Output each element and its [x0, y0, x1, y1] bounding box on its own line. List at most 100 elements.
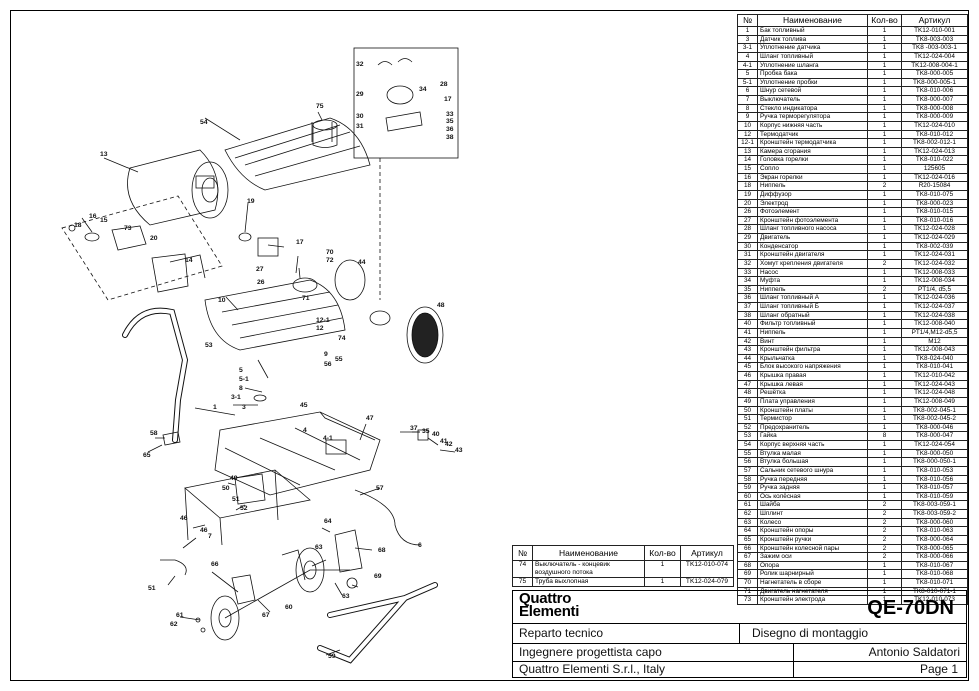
row-article: TK12-024-079: [680, 577, 734, 587]
row-qty: 1: [644, 577, 681, 587]
row-qty: 1: [867, 276, 902, 286]
row-number: 12-1: [737, 138, 758, 148]
callout-7: 7: [208, 533, 212, 540]
row-name: Ручка терморегулятора: [757, 112, 868, 122]
row-number: 18: [737, 181, 758, 191]
row-name: Термодатчик: [757, 129, 868, 140]
row-article: TK12-024-032: [901, 258, 968, 269]
col-number: №: [737, 14, 758, 27]
row-name: Фильтр топливный: [757, 319, 868, 329]
row-number: 54: [737, 440, 758, 450]
row-name: Ниппель: [757, 327, 868, 338]
row-qty: 2: [867, 526, 902, 536]
drawing-type: Disegno di montaggio: [752, 626, 869, 640]
row-qty: 1: [867, 34, 902, 45]
row-number: 4: [737, 51, 758, 62]
row-article: TK12-024-031: [901, 250, 968, 260]
callout-35b: 35: [422, 428, 430, 435]
row-name: Бак топливный: [757, 26, 868, 36]
row-name: Экран горелки: [757, 172, 868, 183]
upper-casing: [224, 117, 371, 191]
row-qty: 1: [867, 224, 902, 234]
row-name: Шланг обратный: [757, 310, 868, 321]
row-name: Кронштейн фильтра: [757, 345, 868, 355]
row-name: Головка горелки: [757, 155, 868, 165]
callout-67: 67: [262, 612, 270, 619]
callout-41: 41: [440, 438, 448, 445]
grille: [406, 306, 444, 364]
burner-group-frame: [61, 195, 223, 301]
row-qty: 1: [867, 457, 902, 467]
row-name: Уплотнение датчика: [757, 43, 868, 53]
callout-35: 35: [446, 118, 454, 125]
row-number: 1: [737, 26, 758, 36]
row-number: 41: [737, 327, 758, 338]
callout-33: 33: [446, 111, 454, 118]
callout-72: 72: [326, 257, 334, 264]
row-qty: 1: [867, 69, 902, 79]
fan: [334, 259, 366, 301]
row-article: TK8-003-059-1: [901, 500, 968, 510]
row-qty: 2: [867, 500, 902, 510]
engineer-role: Ingegnere progettista capo: [519, 645, 662, 659]
row-article: M12: [901, 336, 968, 347]
row-number: 48: [737, 388, 758, 398]
row-qty: 1: [867, 310, 902, 321]
row-number: 3: [737, 34, 758, 45]
callout-62: 62: [170, 621, 178, 628]
row-qty: 1: [867, 388, 902, 398]
row-article: TK8-000-005-1: [901, 77, 968, 88]
row-number: 70: [737, 578, 758, 588]
callout-31: 31: [356, 123, 364, 130]
row-qty: 1: [867, 164, 902, 174]
row-article: TK8-010-075: [901, 189, 968, 200]
support: [334, 529, 363, 573]
row-name: Шланг топливный А: [757, 293, 868, 303]
row-article: TK12-008-033: [901, 267, 968, 278]
row-qty: 1: [867, 474, 902, 485]
row-qty: 1: [867, 77, 902, 88]
row-article: TK8-000-066: [901, 552, 968, 562]
row-name: Ролик шарнирный: [757, 569, 868, 579]
row-number: 46: [737, 371, 758, 381]
row-number: 34: [737, 276, 758, 286]
page-number: Page 1: [919, 662, 958, 676]
callout-8: 8: [239, 385, 243, 392]
row-article: TK8 -003-003-1: [901, 43, 968, 53]
callout-52: 52: [240, 505, 248, 512]
row-qty: 1: [867, 414, 902, 424]
row-number: 61: [737, 500, 758, 510]
row-name: Муфта: [757, 276, 868, 286]
row-name: Сопло: [757, 164, 868, 174]
row-number: 44: [737, 353, 758, 364]
row-number: 13: [737, 146, 758, 157]
row-number: 52: [737, 422, 758, 433]
callout-27: 27: [256, 266, 264, 273]
row-article: TK8-000-023: [901, 198, 968, 209]
row-qty: 1: [867, 483, 902, 493]
callout-58: 58: [150, 430, 158, 437]
logo-line-1: Quattro: [519, 590, 572, 607]
row-number: 29: [737, 233, 758, 243]
row-article: TK12-024-004: [901, 51, 968, 62]
row-article: TK12-024-029: [901, 233, 968, 243]
row-name: Термистор: [757, 414, 868, 424]
row-qty: 8: [867, 431, 902, 441]
col-article: Артикул: [901, 14, 968, 27]
callout-42: 42: [445, 441, 453, 448]
callout-73: 73: [124, 225, 132, 232]
